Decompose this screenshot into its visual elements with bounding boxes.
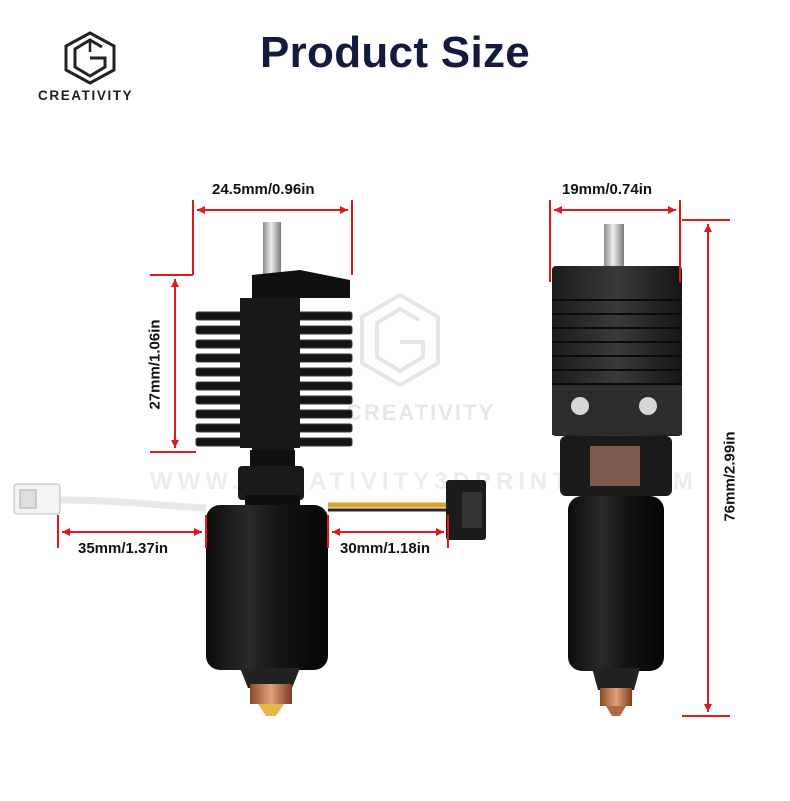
left-cable-length-label: 35mm/1.37in: [78, 540, 169, 557]
dimension-lines: [57, 200, 730, 717]
heatsink-height-label: 27mm/1.06in: [146, 319, 164, 410]
brand-name: CREATIVITY: [38, 88, 134, 103]
right-cable-length-label: 30mm/1.18in: [340, 540, 431, 557]
brand-logo: [60, 30, 120, 85]
page-title: Product Size: [259, 28, 531, 77]
watermark-logo-icon: [355, 290, 445, 390]
side-width-label: 19mm/0.74in: [562, 181, 653, 198]
logo-mark-icon: [64, 31, 116, 85]
heatsink-width-label: 24.5mm/0.96in: [212, 181, 315, 198]
total-height-label: 76mm/2.99in: [721, 431, 739, 522]
watermark-url: WWW.CREATIVITY3DPRINTER.COM: [150, 468, 698, 495]
watermark-brand: CREATIVITY: [346, 400, 496, 425]
